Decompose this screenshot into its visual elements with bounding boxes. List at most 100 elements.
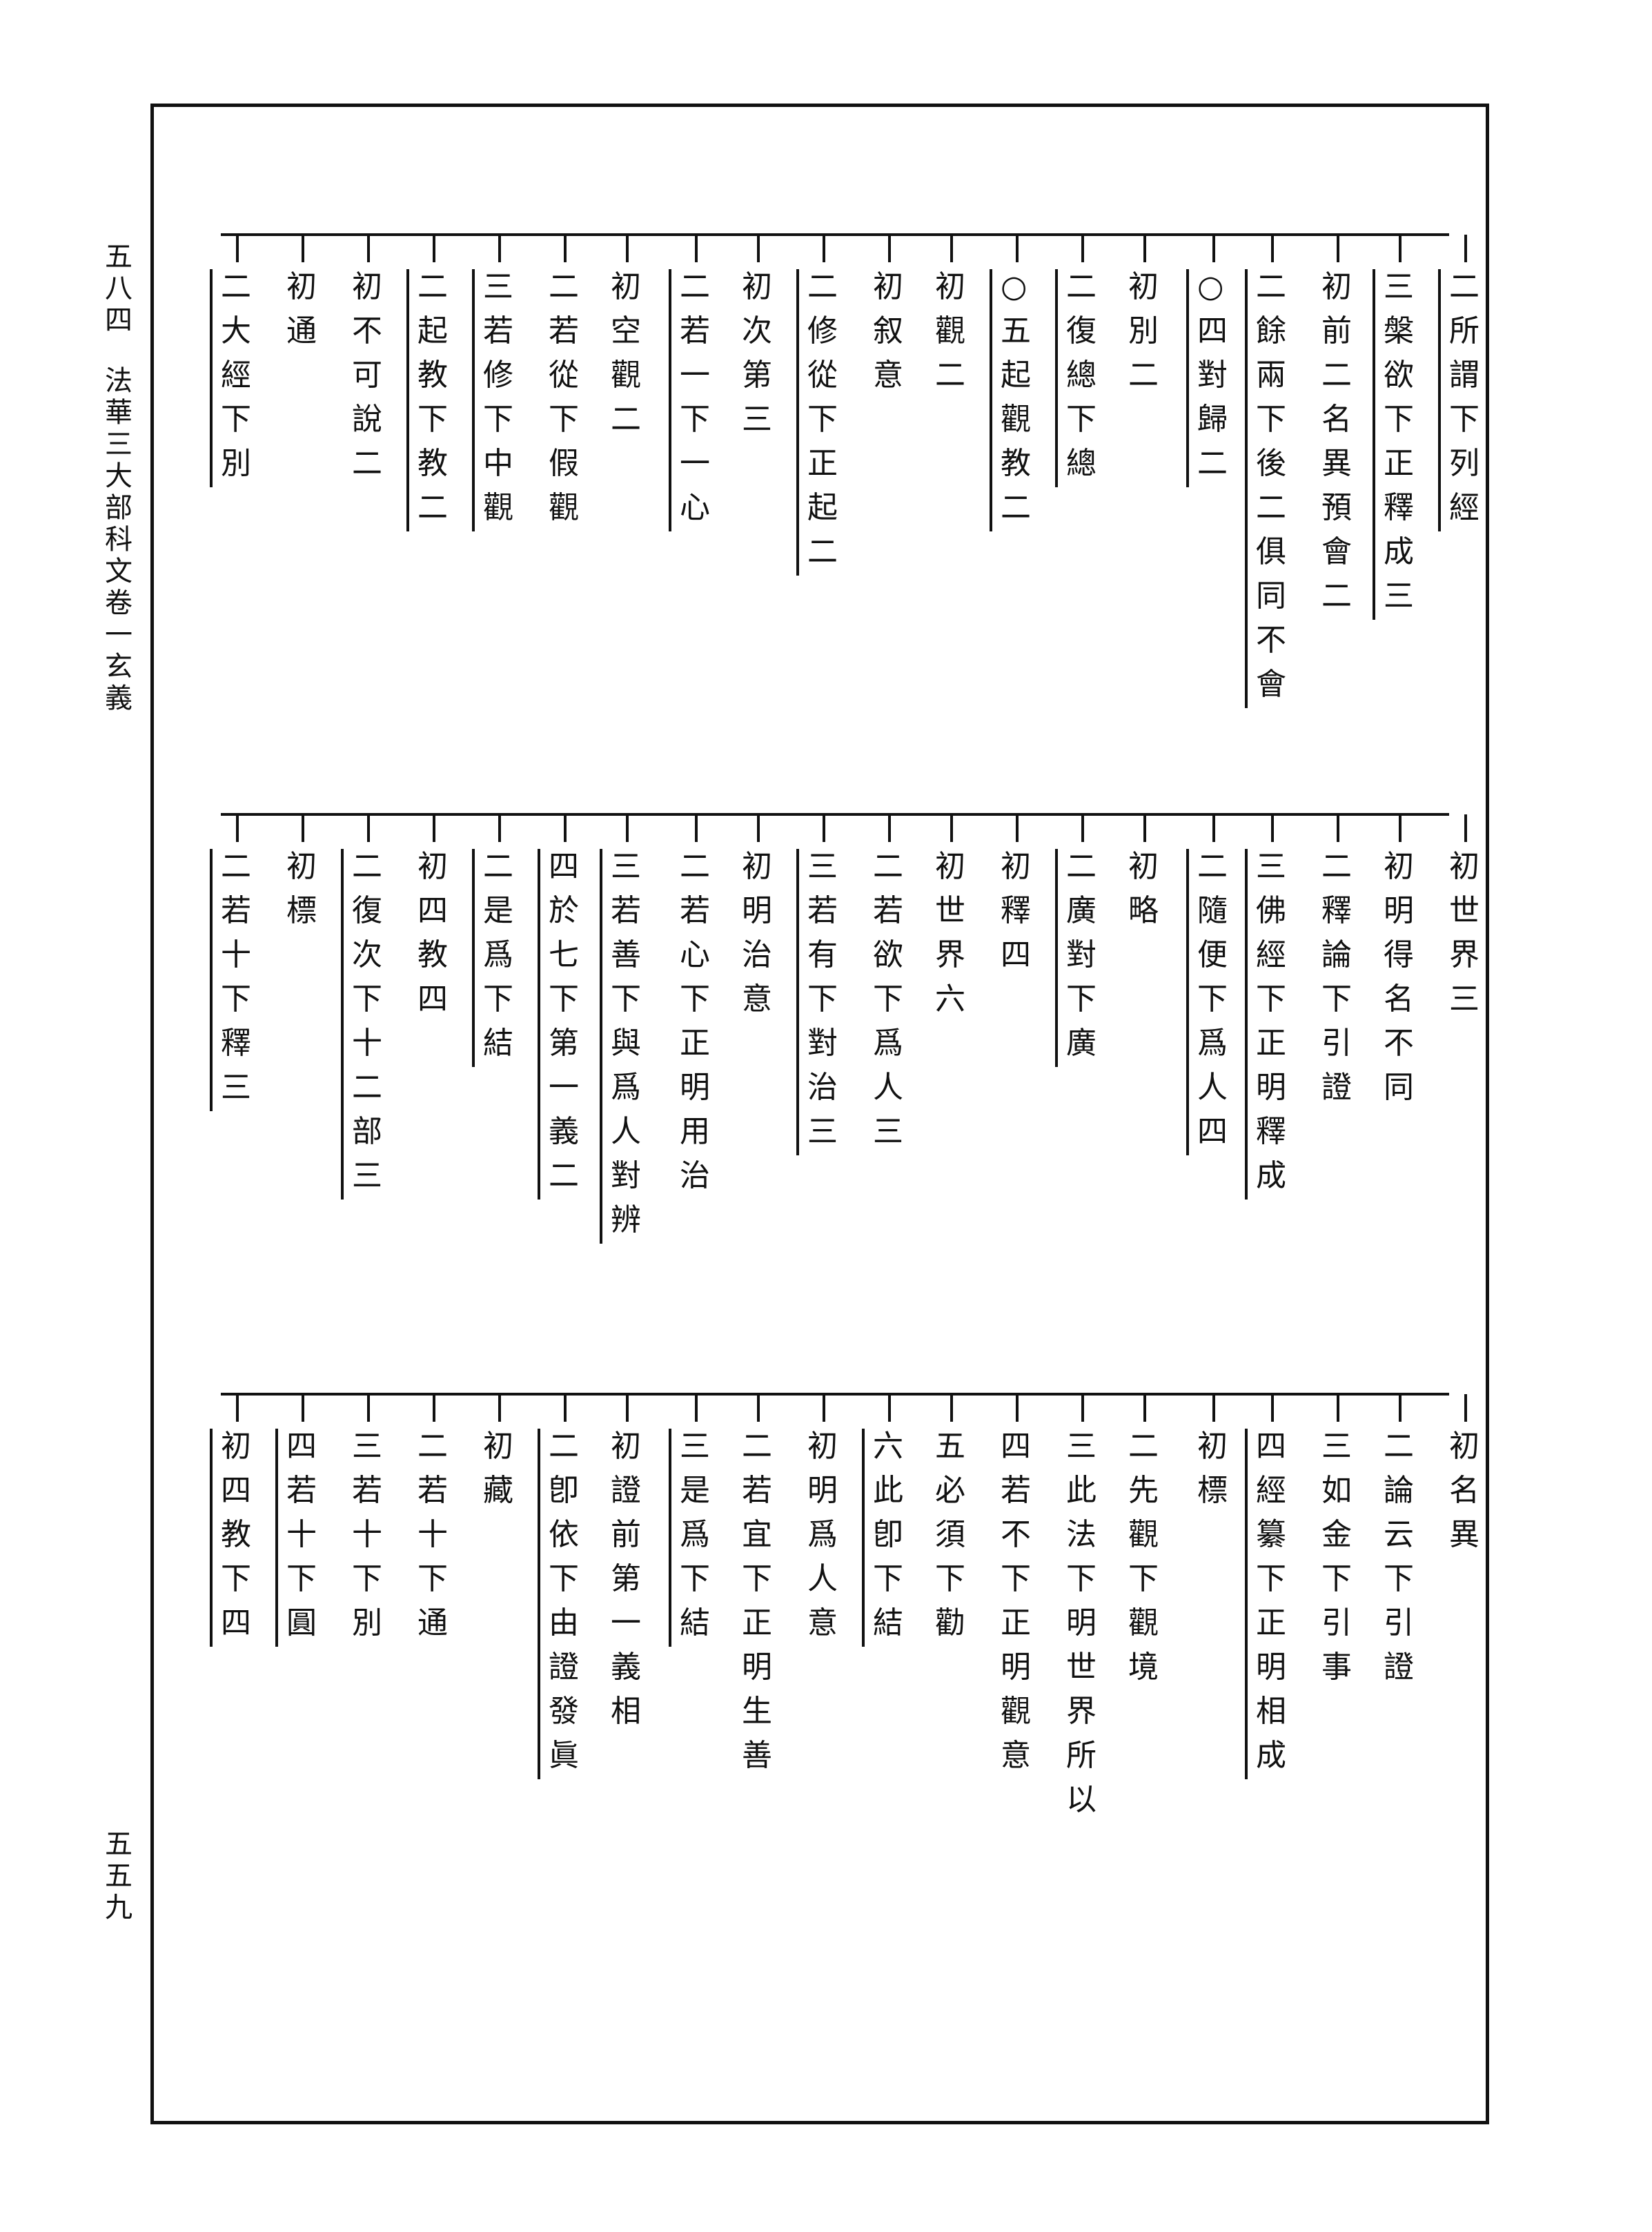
outline-char: 以 [1066, 1782, 1097, 1817]
outline-char: 六 [873, 1429, 903, 1464]
outline-char: 十 [352, 1517, 382, 1552]
outline-char: 釋 [1321, 893, 1352, 928]
outline-char: 世 [1066, 1649, 1097, 1685]
outline-char: 二 [680, 269, 710, 304]
outline-char: 總 [1066, 446, 1097, 481]
outline-char: 四 [417, 981, 448, 1017]
folio-number: 五五九 [100, 1829, 132, 1924]
outline-char: 經 [1449, 490, 1479, 525]
outline-char: 觀 [549, 490, 579, 525]
outline-char: 三 [352, 1158, 382, 1193]
outline-char: 下 [873, 1561, 903, 1596]
outline-char: 下 [483, 981, 513, 1017]
outline-char: 是 [483, 893, 513, 928]
outline-char: 四 [1001, 937, 1031, 972]
outline-char: 同 [1256, 578, 1286, 614]
outline-char: 同 [1384, 1070, 1414, 1105]
outline-char: 正 [1256, 1026, 1286, 1061]
outline-char: 二 [742, 1429, 772, 1464]
outline-char: 可 [352, 358, 382, 393]
outline-char: 正 [680, 1026, 710, 1061]
outline-char: 不 [1256, 623, 1286, 658]
outline-char: 初 [1128, 849, 1159, 884]
outline-char: 下 [611, 981, 641, 1017]
outline-char: 明 [742, 1649, 772, 1685]
outline-char: 善 [742, 1738, 772, 1773]
outline-char: 三 [1384, 578, 1414, 614]
outline-char: 釋 [1384, 490, 1414, 525]
outline-char: 二 [417, 1429, 448, 1464]
outline-char: 下 [742, 1561, 772, 1596]
outline-char: 如 [1321, 1473, 1352, 1508]
outline-char: 初 [352, 269, 382, 304]
outline-char: 欲 [1384, 358, 1414, 393]
outline-char: 觀 [1001, 402, 1031, 437]
outline-char: 得 [1384, 937, 1414, 972]
outline-char: 意 [807, 1605, 838, 1641]
outline-char: 下 [221, 1561, 251, 1596]
outline-char: 若 [286, 1473, 317, 1508]
outline-char: 釋 [1256, 1114, 1286, 1149]
outline-char: 經 [1256, 937, 1286, 972]
outline-char: 二 [1066, 269, 1097, 304]
outline-char: 一 [680, 358, 710, 393]
outline-char: 圓 [286, 1605, 317, 1641]
outline-char: 義 [611, 1649, 641, 1685]
outline-char: 修 [807, 313, 838, 349]
outline-char: 初 [1449, 1429, 1479, 1464]
outline-char: 初 [611, 1429, 641, 1464]
outline-char: 對 [611, 1158, 641, 1193]
outline-char: 正 [1384, 446, 1414, 481]
outline-char: 觀 [611, 358, 641, 393]
outline-char: 世 [1449, 893, 1479, 928]
outline-char: 謂 [1449, 358, 1479, 393]
outline-char: 明 [1384, 893, 1414, 928]
outline-char: 是 [680, 1473, 710, 1508]
outline-char: 爲 [680, 1517, 710, 1552]
outline-char: 正 [742, 1605, 772, 1641]
outline-char: 欲 [873, 937, 903, 972]
outline-char: 經 [1256, 1473, 1286, 1508]
outline-char: 生 [742, 1694, 772, 1729]
outline-char: 引 [1384, 1605, 1414, 1641]
outline-char: 初 [286, 849, 317, 884]
outline-char: 發 [549, 1694, 579, 1729]
outline-char: 四 [221, 1605, 251, 1641]
outline-char: 若 [807, 893, 838, 928]
outline-char: 下 [483, 402, 513, 437]
outline-char: 初 [873, 269, 903, 304]
outline-char: 相 [611, 1694, 641, 1729]
outline-char: 二 [1384, 1429, 1414, 1464]
outline-char: 初 [1128, 269, 1159, 304]
outline-char: 名 [1321, 402, 1352, 437]
outline-char: 下 [221, 981, 251, 1017]
outline-char: 三 [221, 1070, 251, 1105]
outline-char: ○ [1001, 269, 1027, 304]
outline-char: 初 [1384, 849, 1414, 884]
outline-char: 明 [1256, 1649, 1286, 1685]
outline-char: 部 [352, 1114, 382, 1149]
outline-char: 兩 [1256, 358, 1286, 393]
outline-char: 不 [1001, 1517, 1031, 1552]
outline-char: 若 [221, 893, 251, 928]
outline-char: 觀 [1001, 1694, 1031, 1729]
outline-char: 四 [1197, 313, 1228, 349]
outline-char: 一 [549, 1070, 579, 1105]
outline-char: 修 [483, 358, 513, 393]
outline-char: 名 [1449, 1473, 1479, 1508]
outline-char: 下 [1449, 402, 1479, 437]
outline-char: 二 [1197, 446, 1228, 481]
outline-char: 下 [873, 981, 903, 1017]
outline-char: 下 [935, 1561, 965, 1596]
outline-char: 教 [417, 446, 448, 481]
outline-char: 結 [680, 1605, 710, 1641]
outline-char: 起 [417, 313, 448, 349]
outline-char: 若 [680, 893, 710, 928]
outline-char: 第 [549, 1026, 579, 1061]
outline-char: 卽 [549, 1473, 579, 1508]
outline-char: 三 [873, 1114, 903, 1149]
outline-char: 預 [1321, 490, 1352, 525]
outline-char: 二 [1321, 358, 1352, 393]
outline-char: 下 [1321, 981, 1352, 1017]
